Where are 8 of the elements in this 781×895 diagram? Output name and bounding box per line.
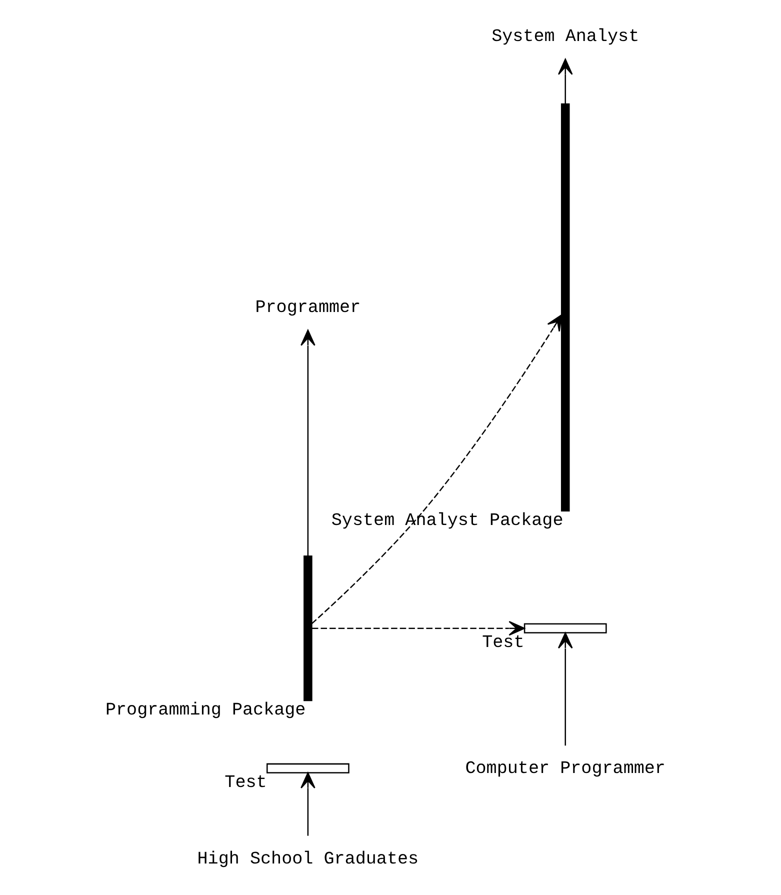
node-text: System Analyst bbox=[492, 26, 640, 47]
node-label: System Analyst Package bbox=[331, 510, 564, 531]
node-text: Programmer bbox=[255, 298, 361, 318]
node-label: Test bbox=[224, 772, 267, 793]
node-label: Test bbox=[482, 632, 524, 653]
node-text: Computer Programmer bbox=[465, 758, 666, 779]
node-label: Programming Package bbox=[105, 700, 306, 721]
node-text: High School Graduates bbox=[197, 849, 419, 870]
